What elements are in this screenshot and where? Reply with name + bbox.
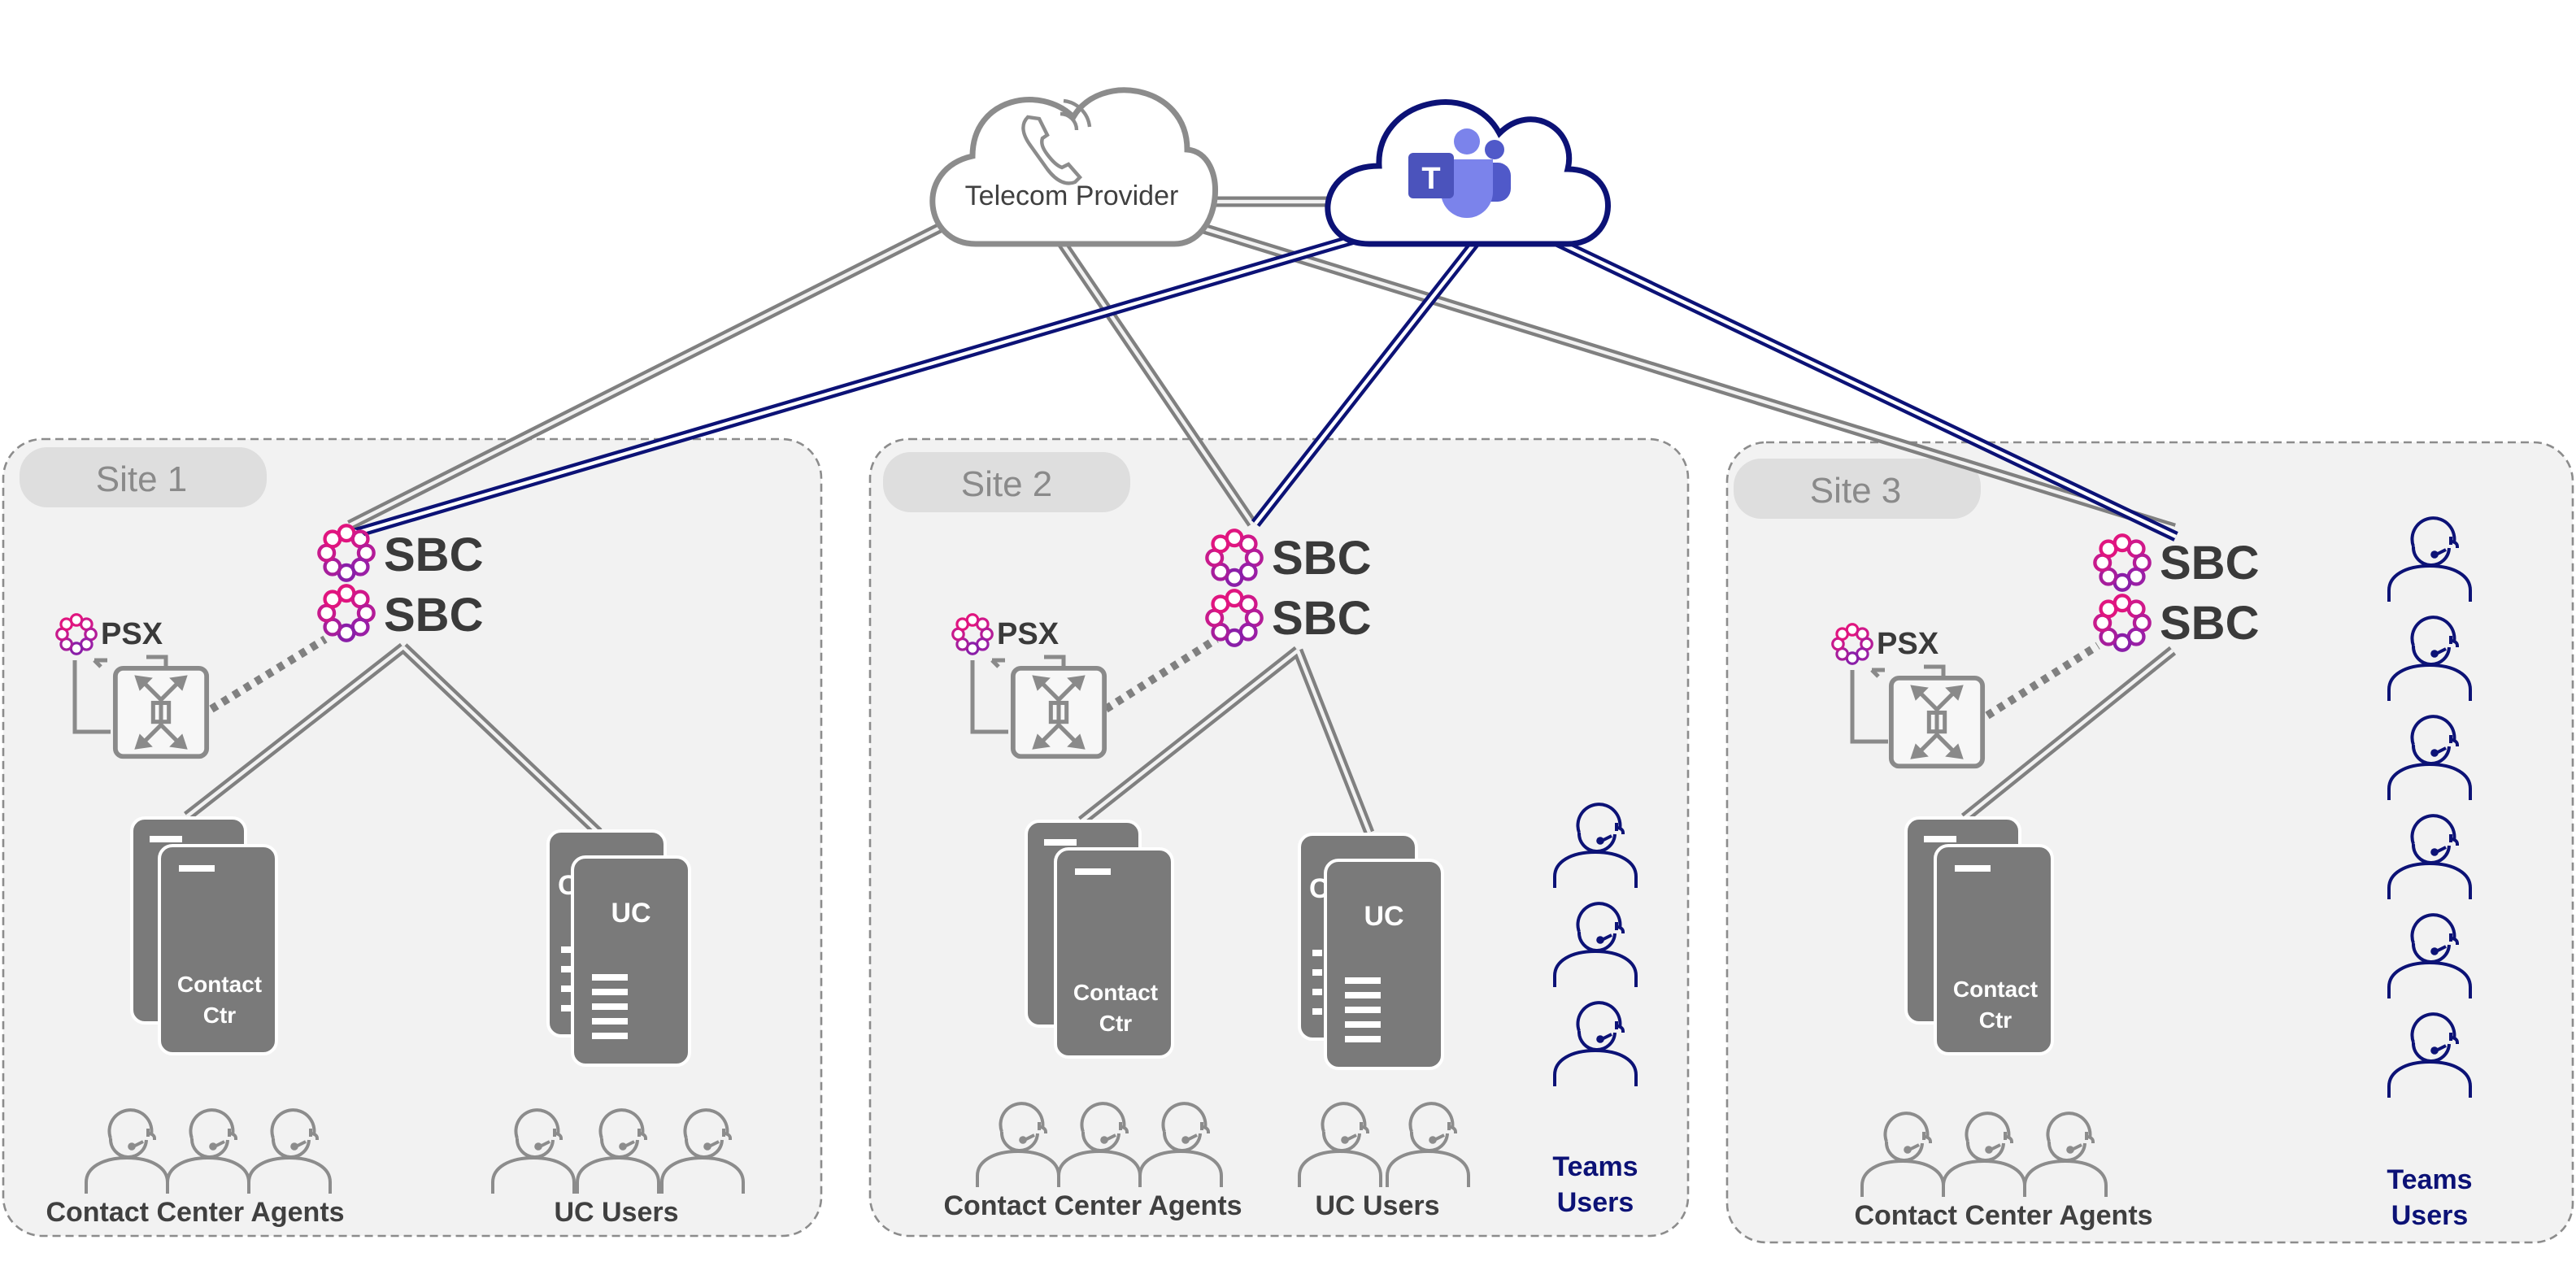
psx-label: PSX xyxy=(101,617,163,651)
teams-trunks xyxy=(353,232,2178,542)
group-label: Contact Center Agents xyxy=(1854,1200,2152,1231)
site-3-title: Site 3 xyxy=(1810,471,1902,511)
site-2-contact-center-agents: Contact Center Agents xyxy=(943,1102,1242,1221)
site-2-sbc-pair: SBC SBC xyxy=(1207,530,1371,645)
site-2-uc-users: UC Users xyxy=(1298,1102,1470,1221)
site-3-teams-users: Teams Users xyxy=(2387,516,2473,1231)
site-2-uc-server: C UC xyxy=(1298,833,1444,1070)
site-1-contact-center-agents: Contact Center Agents xyxy=(46,1108,345,1228)
site-3-contact-center-server: Contact Ctr xyxy=(1904,816,2054,1055)
group-label: Contact Center Agents xyxy=(46,1197,344,1228)
server-label: Ctr xyxy=(1099,1011,1133,1036)
teams-users-label: Teams xyxy=(2387,1164,2472,1195)
sbc-label: SBC xyxy=(2160,597,2259,650)
server-label: Ctr xyxy=(1979,1007,2012,1033)
site-1-uc-server: C UC xyxy=(546,829,691,1067)
microsoft-teams-logo: T xyxy=(1408,128,1511,218)
teams-logo-letter: T xyxy=(1421,162,1440,196)
group-label: Contact Center Agents xyxy=(943,1190,1242,1221)
site-1-sbc-pair: SBC SBC xyxy=(319,525,483,642)
phone-icon xyxy=(1021,98,1092,185)
sbc-label: SBC xyxy=(1272,532,1371,585)
site-3-sbc-pair: SBC SBC xyxy=(2095,535,2259,650)
gray-trunks xyxy=(183,196,2177,837)
site-2-psx: PSX xyxy=(953,615,1104,757)
server-label: Ctr xyxy=(203,1003,237,1028)
sbc-label: SBC xyxy=(384,529,483,581)
group-label: UC Users xyxy=(554,1197,678,1228)
sbc-label: SBC xyxy=(384,589,483,642)
site-1-uc-users: UC Users xyxy=(491,1108,745,1228)
site-2-title: Site 2 xyxy=(961,464,1053,504)
server-label: Contact xyxy=(1953,977,2038,1002)
site-1-title: Site 1 xyxy=(96,459,188,499)
server-label: UC xyxy=(1364,901,1403,932)
site-3-contact-center-agents: Contact Center Agents xyxy=(1854,1112,2153,1231)
group-label: UC Users xyxy=(1315,1190,1439,1221)
sbc-label: SBC xyxy=(1272,592,1371,645)
server-label: UC xyxy=(611,898,651,929)
server-label: Contact xyxy=(1073,980,1158,1005)
telecom-provider-label: Telecom Provider xyxy=(965,181,1179,211)
psx-label: PSX xyxy=(997,617,1060,651)
site-1-contact-center-server: Contact Ctr xyxy=(130,816,278,1055)
sbc-label: SBC xyxy=(2160,537,2259,589)
teams-users-label: Teams xyxy=(1552,1151,1638,1182)
microsoft-teams-cloud: T xyxy=(1325,99,1611,247)
server-label: Contact xyxy=(177,972,262,997)
teams-users-label: Users xyxy=(1557,1187,1634,1218)
site-3-psx: PSX xyxy=(1833,624,1982,767)
site-1-psx: PSX xyxy=(57,615,207,757)
site-2-contact-center-server: Contact Ctr xyxy=(1025,820,1174,1059)
telecom-provider-cloud: Telecom Provider xyxy=(929,87,1218,247)
psx-links xyxy=(209,635,2100,720)
teams-users-label: Users xyxy=(2391,1200,2469,1231)
site-2-teams-users: Teams Users xyxy=(1552,803,1638,1218)
psx-label: PSX xyxy=(1877,627,1939,661)
